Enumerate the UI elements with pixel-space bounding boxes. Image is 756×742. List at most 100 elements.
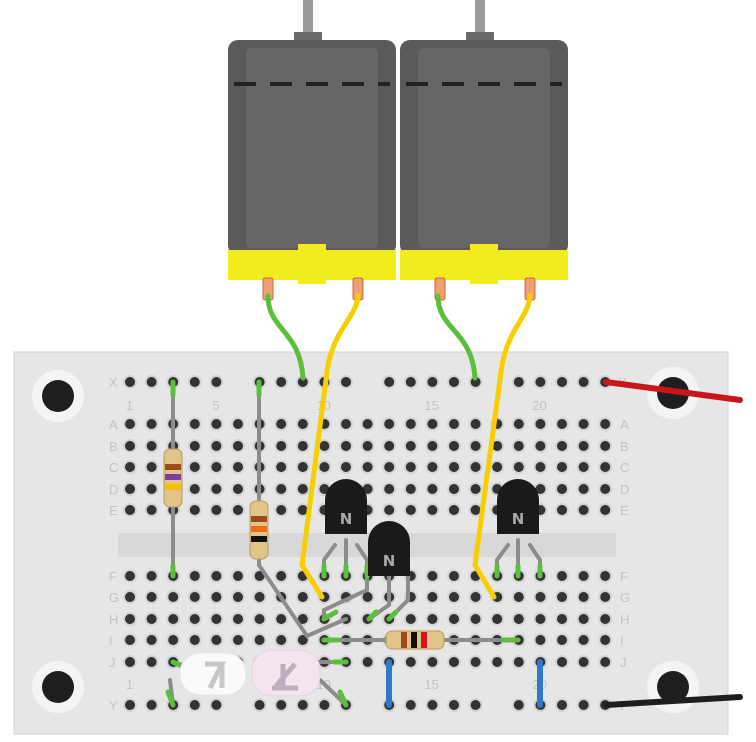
hole[interactable] (555, 590, 569, 604)
red-power-wire[interactable] (603, 379, 743, 403)
hole[interactable] (468, 417, 483, 431)
hole[interactable] (187, 590, 202, 604)
hole[interactable] (144, 590, 159, 604)
hole[interactable] (360, 655, 375, 669)
hole[interactable] (468, 698, 483, 712)
hole[interactable] (598, 460, 613, 474)
hole[interactable] (144, 375, 159, 389)
npn-transistor[interactable]: N (497, 479, 539, 534)
hole[interactable] (447, 569, 461, 583)
hole[interactable] (425, 503, 440, 517)
hole[interactable] (555, 698, 569, 712)
hole[interactable] (576, 417, 591, 431)
hole[interactable] (598, 590, 613, 604)
hole[interactable] (231, 633, 245, 647)
hole[interactable] (187, 439, 202, 453)
hole[interactable] (447, 460, 461, 474)
hole[interactable] (317, 460, 332, 474)
hole[interactable] (231, 503, 245, 517)
hole[interactable] (123, 569, 137, 583)
hole[interactable] (598, 655, 613, 669)
hole[interactable] (209, 482, 224, 496)
black-ground-wire[interactable] (603, 694, 743, 708)
hole[interactable] (468, 590, 483, 604)
hole[interactable] (317, 439, 332, 453)
hole[interactable] (339, 460, 353, 474)
hole[interactable] (382, 417, 397, 431)
hole[interactable] (403, 655, 418, 669)
hole[interactable] (382, 460, 397, 474)
hole[interactable] (533, 439, 548, 453)
hole[interactable] (144, 633, 159, 647)
hole[interactable] (339, 417, 353, 431)
hole[interactable] (209, 375, 224, 389)
hole[interactable] (490, 612, 505, 626)
hole[interactable] (231, 460, 245, 474)
hole[interactable] (144, 698, 159, 712)
hole[interactable] (533, 460, 548, 474)
hole[interactable] (598, 482, 613, 496)
hole[interactable] (295, 460, 310, 474)
hole[interactable] (231, 569, 245, 583)
hole[interactable] (403, 439, 418, 453)
hole[interactable] (511, 655, 526, 669)
hole[interactable] (576, 460, 591, 474)
hole[interactable] (576, 698, 591, 712)
hole[interactable] (209, 590, 224, 604)
hole[interactable] (231, 590, 245, 604)
resistor[interactable] (163, 448, 183, 508)
hole[interactable] (123, 460, 137, 474)
hole[interactable] (339, 439, 353, 453)
hole[interactable] (468, 612, 483, 626)
hole[interactable] (425, 698, 440, 712)
hole[interactable] (533, 590, 548, 604)
hole[interactable] (576, 482, 591, 496)
hole[interactable] (360, 439, 375, 453)
hole[interactable] (576, 569, 591, 583)
hole[interactable] (403, 503, 418, 517)
hole[interactable] (425, 569, 440, 583)
hole[interactable] (576, 439, 591, 453)
hole[interactable] (533, 417, 548, 431)
hole[interactable] (187, 633, 202, 647)
dc-motor[interactable] (228, 0, 396, 301)
hole[interactable] (339, 375, 353, 389)
resistor[interactable] (385, 630, 445, 650)
led-pink[interactable] (251, 649, 321, 697)
hole[interactable] (511, 439, 526, 453)
hole[interactable] (382, 503, 397, 517)
hole[interactable] (425, 439, 440, 453)
hole[interactable] (598, 569, 613, 583)
hole[interactable] (209, 417, 224, 431)
hole[interactable] (425, 482, 440, 496)
hole[interactable] (252, 590, 267, 604)
hole[interactable] (425, 655, 440, 669)
hole[interactable] (468, 655, 483, 669)
hole[interactable] (209, 460, 224, 474)
resistor[interactable] (249, 500, 269, 560)
hole[interactable] (123, 439, 137, 453)
npn-transistor[interactable]: N (325, 479, 367, 534)
hole[interactable] (555, 482, 569, 496)
hole[interactable] (295, 482, 310, 496)
hole[interactable] (382, 439, 397, 453)
green-wire-motor2[interactable] (435, 293, 478, 381)
hole[interactable] (317, 698, 332, 712)
green-wire-motor1[interactable] (265, 293, 306, 381)
hole[interactable] (382, 375, 397, 389)
hole[interactable] (123, 633, 137, 647)
hole[interactable] (403, 460, 418, 474)
hole[interactable] (382, 482, 397, 496)
hole[interactable] (166, 633, 181, 647)
hole[interactable] (274, 612, 289, 626)
hole[interactable] (576, 590, 591, 604)
hole[interactable] (447, 698, 461, 712)
hole[interactable] (447, 417, 461, 431)
hole[interactable] (187, 569, 202, 583)
hole[interactable] (209, 503, 224, 517)
hole[interactable] (576, 655, 591, 669)
hole[interactable] (187, 417, 202, 431)
hole[interactable] (187, 612, 202, 626)
hole[interactable] (295, 439, 310, 453)
hole[interactable] (555, 569, 569, 583)
